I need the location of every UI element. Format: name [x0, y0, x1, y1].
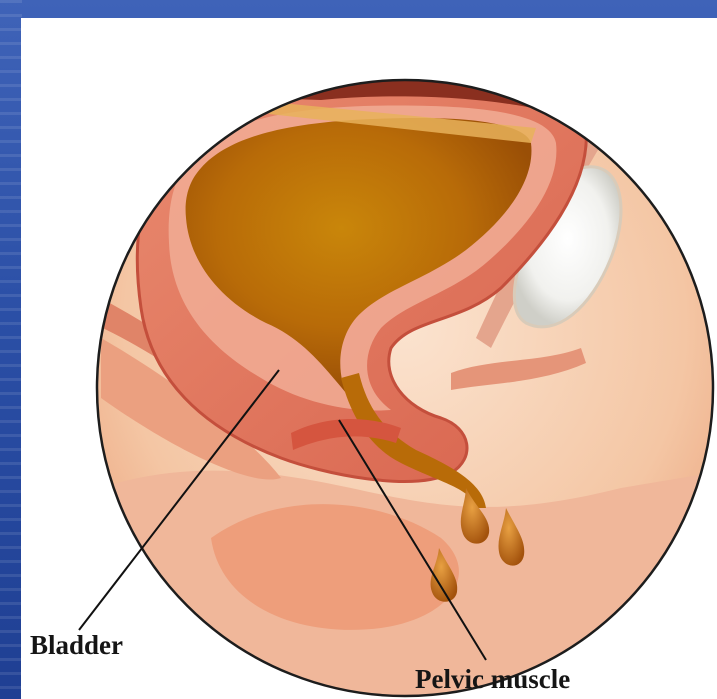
pelvic-muscle-label: Pelvic muscle [415, 664, 570, 695]
bladder-label: Bladder [30, 630, 123, 661]
anatomy-illustration [21, 18, 717, 699]
background-stripes [0, 0, 22, 699]
illustration-panel: Bladder Pelvic muscle [21, 18, 717, 699]
